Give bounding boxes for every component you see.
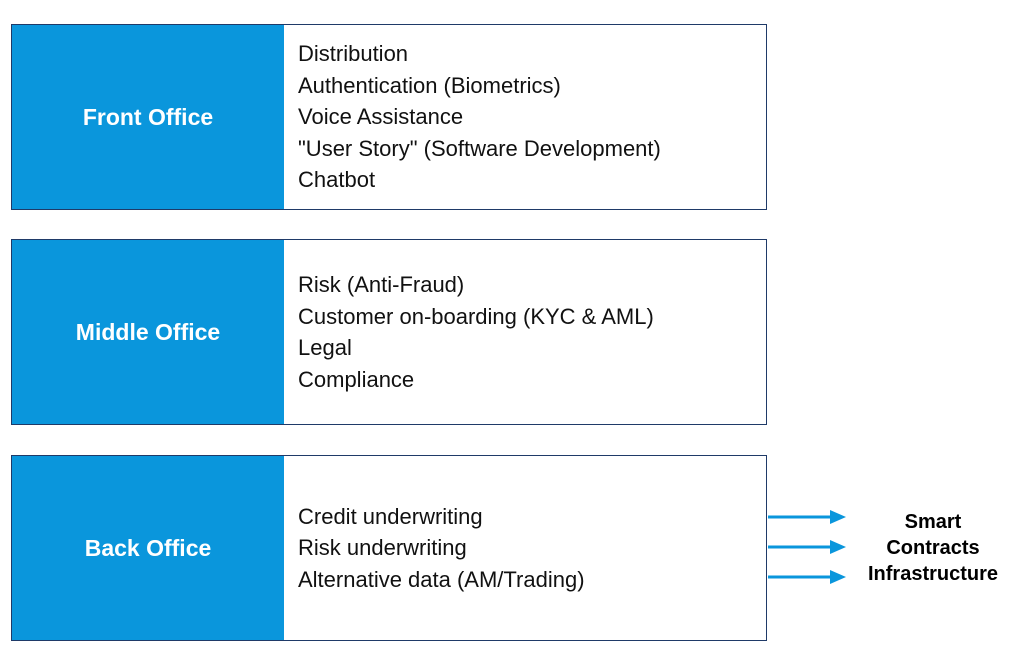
front-office-items: Distribution Authentication (Biometrics)… — [284, 25, 766, 209]
middle-office-block: Middle Office Risk (Anti-Fraud) Customer… — [11, 239, 767, 425]
middle-office-item: Legal — [298, 335, 352, 360]
front-office-block: Front Office Distribution Authentication… — [11, 24, 767, 210]
arrow-right-icon — [768, 510, 846, 524]
middle-office-item: Compliance — [298, 366, 415, 392]
front-office-item: Chatbot — [298, 167, 376, 193]
outcome-label: Smart Contracts Infrastructure — [850, 509, 1016, 587]
middle-office-item: Customer on-boarding (KYC & AML) — [298, 303, 654, 329]
middle-office-label: Middle Office — [12, 240, 284, 424]
outcome-line: Infrastructure — [867, 563, 999, 585]
outcome-line: Contracts — [886, 537, 980, 559]
back-office-item: Risk underwriting — [298, 535, 467, 561]
front-office-item: Voice Assistance — [298, 104, 464, 130]
outcome-line: Smart — [904, 511, 962, 533]
back-office-item: Credit underwriting — [298, 503, 483, 529]
front-office-item: Distribution — [298, 41, 409, 67]
arrow-group — [768, 510, 846, 584]
back-office-label: Back Office — [12, 456, 284, 640]
front-office-label: Front Office — [12, 25, 284, 209]
back-office-item: Alternative data (AM/Trading) — [298, 566, 585, 592]
arrow-right-icon — [768, 540, 846, 554]
middle-office-items: Risk (Anti-Fraud) Customer on-boarding (… — [284, 240, 766, 424]
arrow-right-icon — [768, 570, 846, 584]
middle-office-item: Risk (Anti-Fraud) — [298, 272, 465, 297]
front-office-item: Authentication (Biometrics) — [298, 72, 561, 98]
back-office-items: Credit underwriting Risk underwriting Al… — [284, 456, 766, 640]
back-office-block: Back Office Credit underwriting Risk und… — [11, 455, 767, 641]
front-office-item: "User Story" (Software Development) — [298, 135, 661, 161]
